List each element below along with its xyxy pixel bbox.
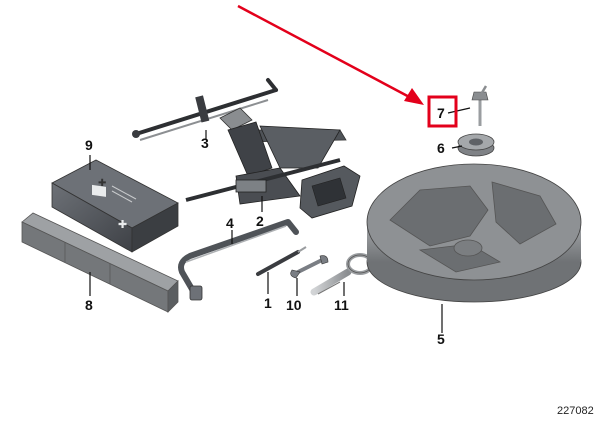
label-part-2: 2 [256, 213, 264, 229]
scissor-jack [185, 107, 361, 219]
label-part-6: 6 [437, 140, 445, 156]
part-7-highlight-box [427, 95, 458, 128]
label-part-9: 9 [85, 137, 93, 153]
label-part-4: 4 [226, 215, 234, 231]
label-part-10: 10 [286, 297, 302, 313]
label-part-1: 1 [264, 295, 272, 311]
label-part-3: 3 [201, 135, 209, 151]
open-end-wrench [290, 255, 329, 279]
label-part-7: 7 [437, 105, 445, 121]
highlight-arrow [237, 4, 424, 105]
foam-tool-tray [366, 163, 582, 303]
label-part-8: 8 [85, 297, 93, 313]
wheel-bolt-wrench [178, 219, 299, 301]
fixing-bolt [471, 85, 489, 126]
diagram-reference-code: 227082 [557, 405, 594, 417]
jack-crank-handle [132, 78, 278, 141]
wedge-block [21, 212, 179, 313]
svg-text:✚: ✚ [98, 178, 106, 189]
cap-nut [457, 133, 495, 157]
svg-text:✚: ✚ [118, 218, 127, 231]
label-part-11: 11 [334, 297, 349, 313]
leader-lines [89, 107, 471, 333]
label-part-5: 5 [437, 331, 445, 347]
first-aid-kit: ✚ ✚ [51, 159, 179, 253]
screwdriver [256, 246, 307, 276]
